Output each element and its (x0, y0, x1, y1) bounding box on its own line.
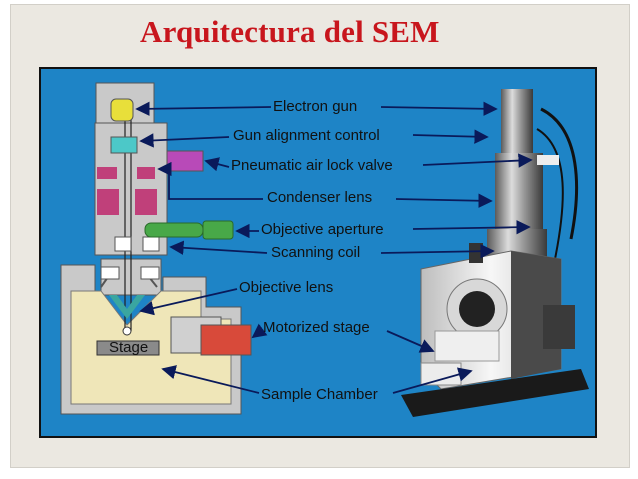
label-sample-chamber: Sample Chamber (261, 386, 378, 403)
stage-part (96, 340, 160, 356)
schematic-column (60, 82, 242, 415)
leader-arrows (135, 101, 533, 394)
sem-diagram-panel: Electron gun Gun alignment control Pneum… (39, 67, 597, 438)
air-lock-valve-part (166, 150, 204, 172)
condenser-lens-right (135, 189, 157, 215)
label-scanning-coil: Scanning coil (271, 244, 361, 261)
condenser-lens-top (97, 167, 117, 179)
sem-instrument-photo (401, 89, 589, 417)
electron-gun-part (110, 98, 134, 122)
objective-aperture-part (144, 222, 204, 238)
motorized-stage-motor (200, 324, 252, 356)
label-objective-aperture: Objective aperture (261, 221, 384, 238)
gun-alignment-part (110, 136, 138, 154)
condenser-lens-left (97, 189, 119, 215)
sem-schematic (60, 82, 589, 417)
label-gun-alignment-control: Gun alignment control (233, 127, 380, 144)
objective-aperture-knob (202, 220, 234, 240)
label-condenser-lens: Condenser lens (267, 189, 373, 206)
condenser-lens-top-r (137, 167, 155, 179)
sample-point (122, 326, 132, 336)
label-electron-gun: Electron gun (273, 98, 358, 115)
label-motorized-stage: Motorized stage (263, 319, 370, 336)
label-objective-lens: Objective lens (239, 279, 334, 296)
label-pneumatic-air-lock-valve: Pneumatic air lock valve (231, 157, 393, 174)
slide-title: Arquitectura del SEM (140, 14, 440, 49)
label-stage: Stage (109, 339, 149, 356)
